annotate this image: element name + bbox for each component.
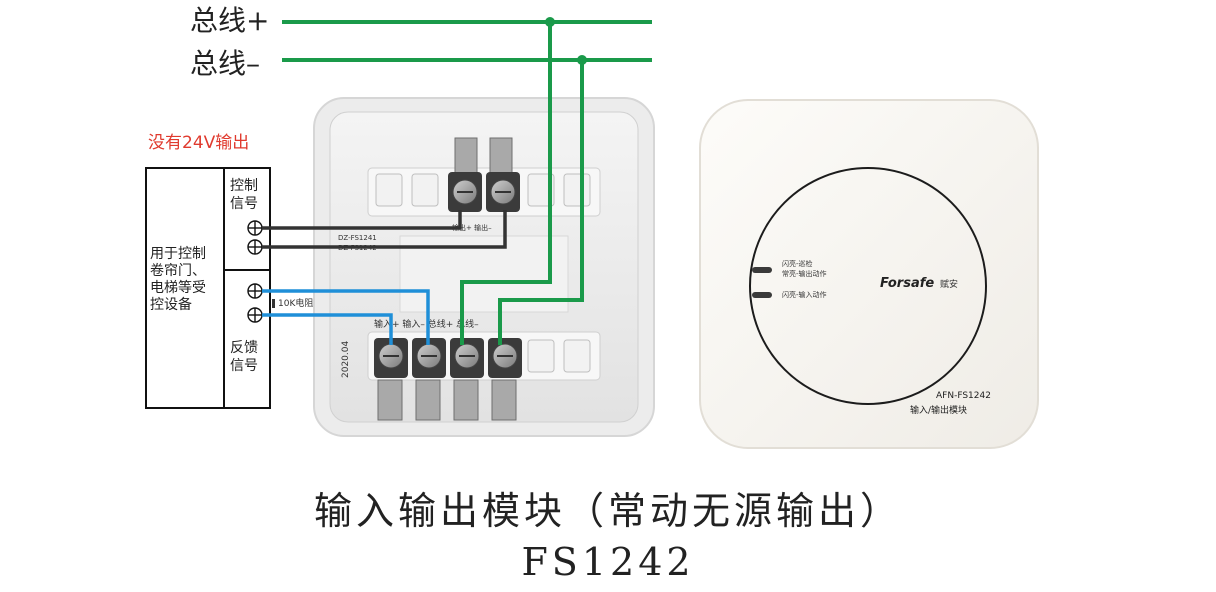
bus-positive-label: 总线+ (190, 4, 269, 37)
control-signal-wires (262, 210, 507, 249)
base-date: 2020.04 (341, 341, 351, 378)
bus-negative-junction (577, 55, 587, 65)
led1-text-b: 常亮-输出动作 (782, 269, 827, 278)
resistor-marker (272, 299, 275, 308)
controlled-device-line4: 控设备 (150, 296, 192, 313)
feedback-signal-wires (262, 289, 430, 345)
no-24v-warning: 没有24V输出 (148, 133, 249, 153)
bus-negative-label: 总线– (190, 47, 260, 80)
controlled-device-line2: 卷帘门、 (150, 263, 206, 279)
controlled-device-line3: 电梯等受 (150, 279, 206, 296)
bus-positive-junction (545, 17, 555, 27)
brand-cn: 赋安 (940, 278, 958, 290)
cover-model: AFN-FS1242 (936, 391, 991, 401)
brand-logo: Forsafe (880, 276, 934, 291)
base-model-line1: DZ-FS1241 (338, 234, 377, 242)
module-base (313, 97, 655, 437)
resistor-label: 10K电阻 (278, 297, 313, 309)
led1-text-a: 闪亮-巡检 (782, 259, 813, 268)
control-signal-line2: 信号 (230, 196, 258, 212)
feedback-signal-line1: 反馈 (230, 340, 258, 356)
control-signal-line1: 控制 (230, 178, 258, 194)
bottom-terminal-screws (374, 338, 591, 421)
caption-model: FS1242 (521, 540, 694, 584)
controlled-device-line1: 用于控制 (150, 246, 206, 262)
feedback-signal-line2: 信号 (230, 358, 258, 374)
device-terminal-symbols (247, 220, 263, 323)
bus-wires (282, 20, 652, 345)
led2-text: 闪亮-输入动作 (782, 290, 827, 299)
top-terminals-label: 输出+ 输出– (452, 223, 492, 232)
cover-model-desc: 输入/输出模块 (910, 404, 967, 416)
caption-title: 输入输出模块（常动无源输出） (314, 489, 902, 533)
top-terminal-screws (375, 137, 591, 212)
module-cover (699, 99, 1039, 449)
